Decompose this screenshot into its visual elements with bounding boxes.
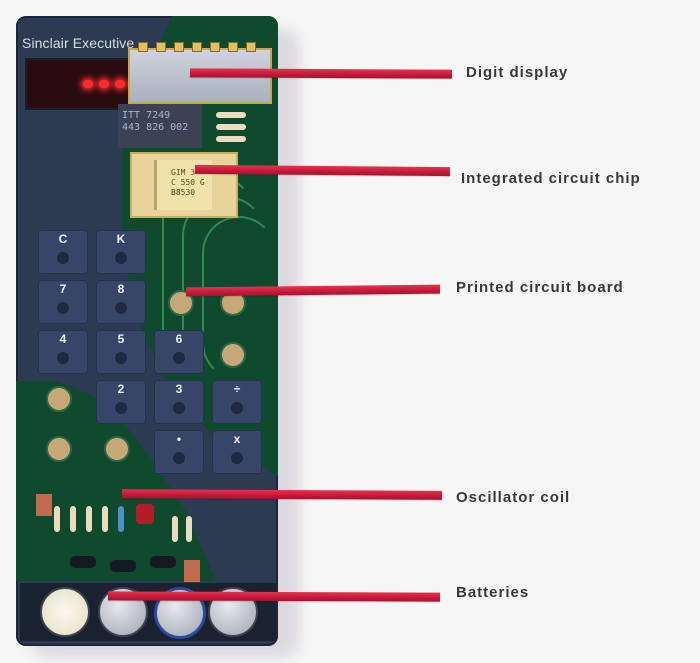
key-contact [173,452,185,464]
key-label: 3 [175,382,183,396]
callout-ribbon-printed-circuit-board [185,284,441,297]
resistor [102,506,108,532]
key-contact [115,352,127,364]
callout-ribbon-digit-display [189,68,453,79]
display-pin [192,42,202,52]
resistor [216,112,246,118]
resistor [118,506,124,532]
key-contact [57,302,69,314]
key-contact [173,352,185,364]
key-label: 4 [59,332,67,346]
driver-chip: ITT 7249 443 826 002 [118,104,202,148]
display-pin [246,42,256,52]
oscillator-coil [136,504,154,524]
key-label: 8 [117,282,125,296]
key-contact [115,252,127,264]
display-pin [228,42,238,52]
key-label: 5 [117,332,125,346]
key-label: 7 [59,282,67,296]
driver-chip-line: 443 826 002 [122,122,189,133]
contact-pad [220,342,246,368]
transistor [150,556,176,568]
key-5[interactable]: 5 [96,330,146,374]
integrated-circuit-chip: GIM 3 C 550 G B8530 [130,152,238,218]
key-label: • [176,432,182,446]
callout-label-oscillator-coil: Oscillator coil [456,489,571,506]
driver-chip-line: ITT 7249 [122,110,171,121]
key-8[interactable]: 8 [96,280,146,324]
key-contact [57,352,69,364]
key-multiply[interactable]: x [212,430,262,474]
callout-label-printed-circuit-board: Printed circuit board [456,279,624,296]
battery-compartment [20,583,276,641]
chip-marking: GIM 3 [171,168,196,177]
key-6[interactable]: 6 [154,330,204,374]
key-label: ÷ [233,382,241,396]
callout-label-integrated-circuit-chip: Integrated circuit chip [461,170,641,187]
key-contact [173,402,185,414]
key-2[interactable]: 2 [96,380,146,424]
calculator-body: Sinclair Executive ITT 7249 443 826 002 … [16,16,278,646]
key-label: 6 [175,332,183,346]
key-7[interactable]: 7 [38,280,88,324]
key-label: K [116,232,126,246]
key-contact [115,302,127,314]
display-pin [174,42,184,52]
resistor [54,506,60,532]
key-label: x [233,432,241,446]
key-k[interactable]: K [96,230,146,274]
resistor [172,516,178,542]
brand-label: Sinclair Executive [22,35,135,51]
callout-ribbon-oscillator-coil [121,489,443,500]
battery [40,587,90,637]
display-pin [210,42,220,52]
led-digit [115,80,125,88]
key-contact [57,252,69,264]
key-contact [231,452,243,464]
display-pin [156,42,166,52]
capacitor [36,494,52,516]
transistor [70,556,96,568]
key-label: 2 [117,382,125,396]
key-c[interactable]: C [38,230,88,274]
capacitor [184,560,200,582]
transistor [110,560,136,572]
oscillator-components [26,476,216,582]
key-label: C [58,232,68,246]
resistor [216,124,246,130]
led-digit [83,80,93,88]
key-decimal[interactable]: • [154,430,204,474]
contact-pad [104,436,130,462]
led-digit [99,80,109,88]
chip-lid: GIM 3 C 550 G B8530 [154,160,212,210]
display-pin [138,42,148,52]
resistor [186,516,192,542]
key-3[interactable]: 3 [154,380,204,424]
resistor [216,136,246,142]
circuit-trace [202,216,276,380]
callout-label-digit-display: Digit display [466,64,569,81]
callout-ribbon-batteries [107,591,441,602]
resistor [86,506,92,532]
key-contact [231,402,243,414]
contact-pad [46,436,72,462]
key-4[interactable]: 4 [38,330,88,374]
keypad: C K 7 8 4 5 6 2 3 ÷ • x [26,226,276,486]
callout-label-batteries: Batteries [456,584,530,601]
contact-pad [46,386,72,412]
chip-marking: C 550 G [171,178,205,187]
key-contact [115,402,127,414]
chip-marking: B8530 [171,188,196,197]
key-divide[interactable]: ÷ [212,380,262,424]
resistor [70,506,76,532]
